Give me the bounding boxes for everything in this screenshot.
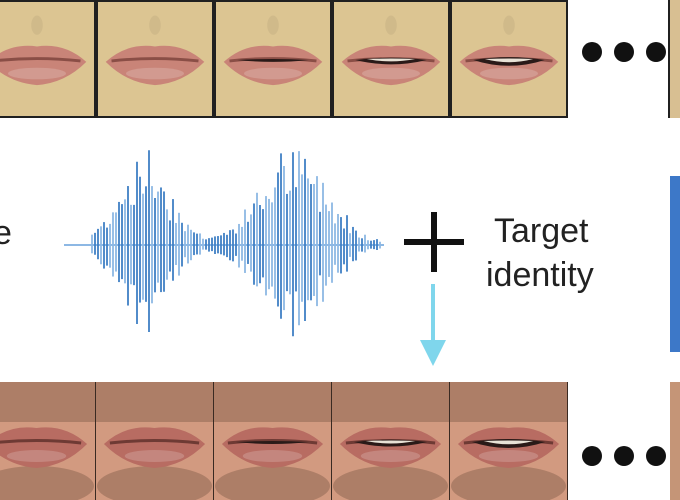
arrow-down-icon bbox=[420, 284, 446, 366]
output-face-frame-1 bbox=[0, 382, 96, 500]
audio-waveform bbox=[64, 150, 384, 337]
plus-icon bbox=[404, 212, 464, 272]
cropped-frame-edge-top bbox=[668, 0, 680, 118]
ellipsis-icon bbox=[582, 42, 666, 62]
output-face-frame-4 bbox=[332, 382, 450, 500]
target-identity-label-line2: identity bbox=[486, 256, 594, 294]
target-identity-image-edge bbox=[670, 176, 680, 352]
source-face-frame-1 bbox=[0, 0, 96, 118]
output-face-frame-3 bbox=[214, 382, 332, 500]
cropped-frame-edge-bottom bbox=[670, 382, 680, 500]
ellipsis-icon bbox=[582, 446, 666, 466]
output-face-frame-5 bbox=[450, 382, 568, 500]
output-face-frame-2 bbox=[96, 382, 214, 500]
source-face-frame-3 bbox=[214, 0, 332, 118]
source-face-frame-5 bbox=[450, 0, 568, 118]
source-face-frame-2 bbox=[96, 0, 214, 118]
target-identity-label-line1: Target bbox=[494, 212, 589, 250]
source-face-frame-4 bbox=[332, 0, 450, 118]
source-audio-label-line1: ce bbox=[0, 214, 12, 252]
